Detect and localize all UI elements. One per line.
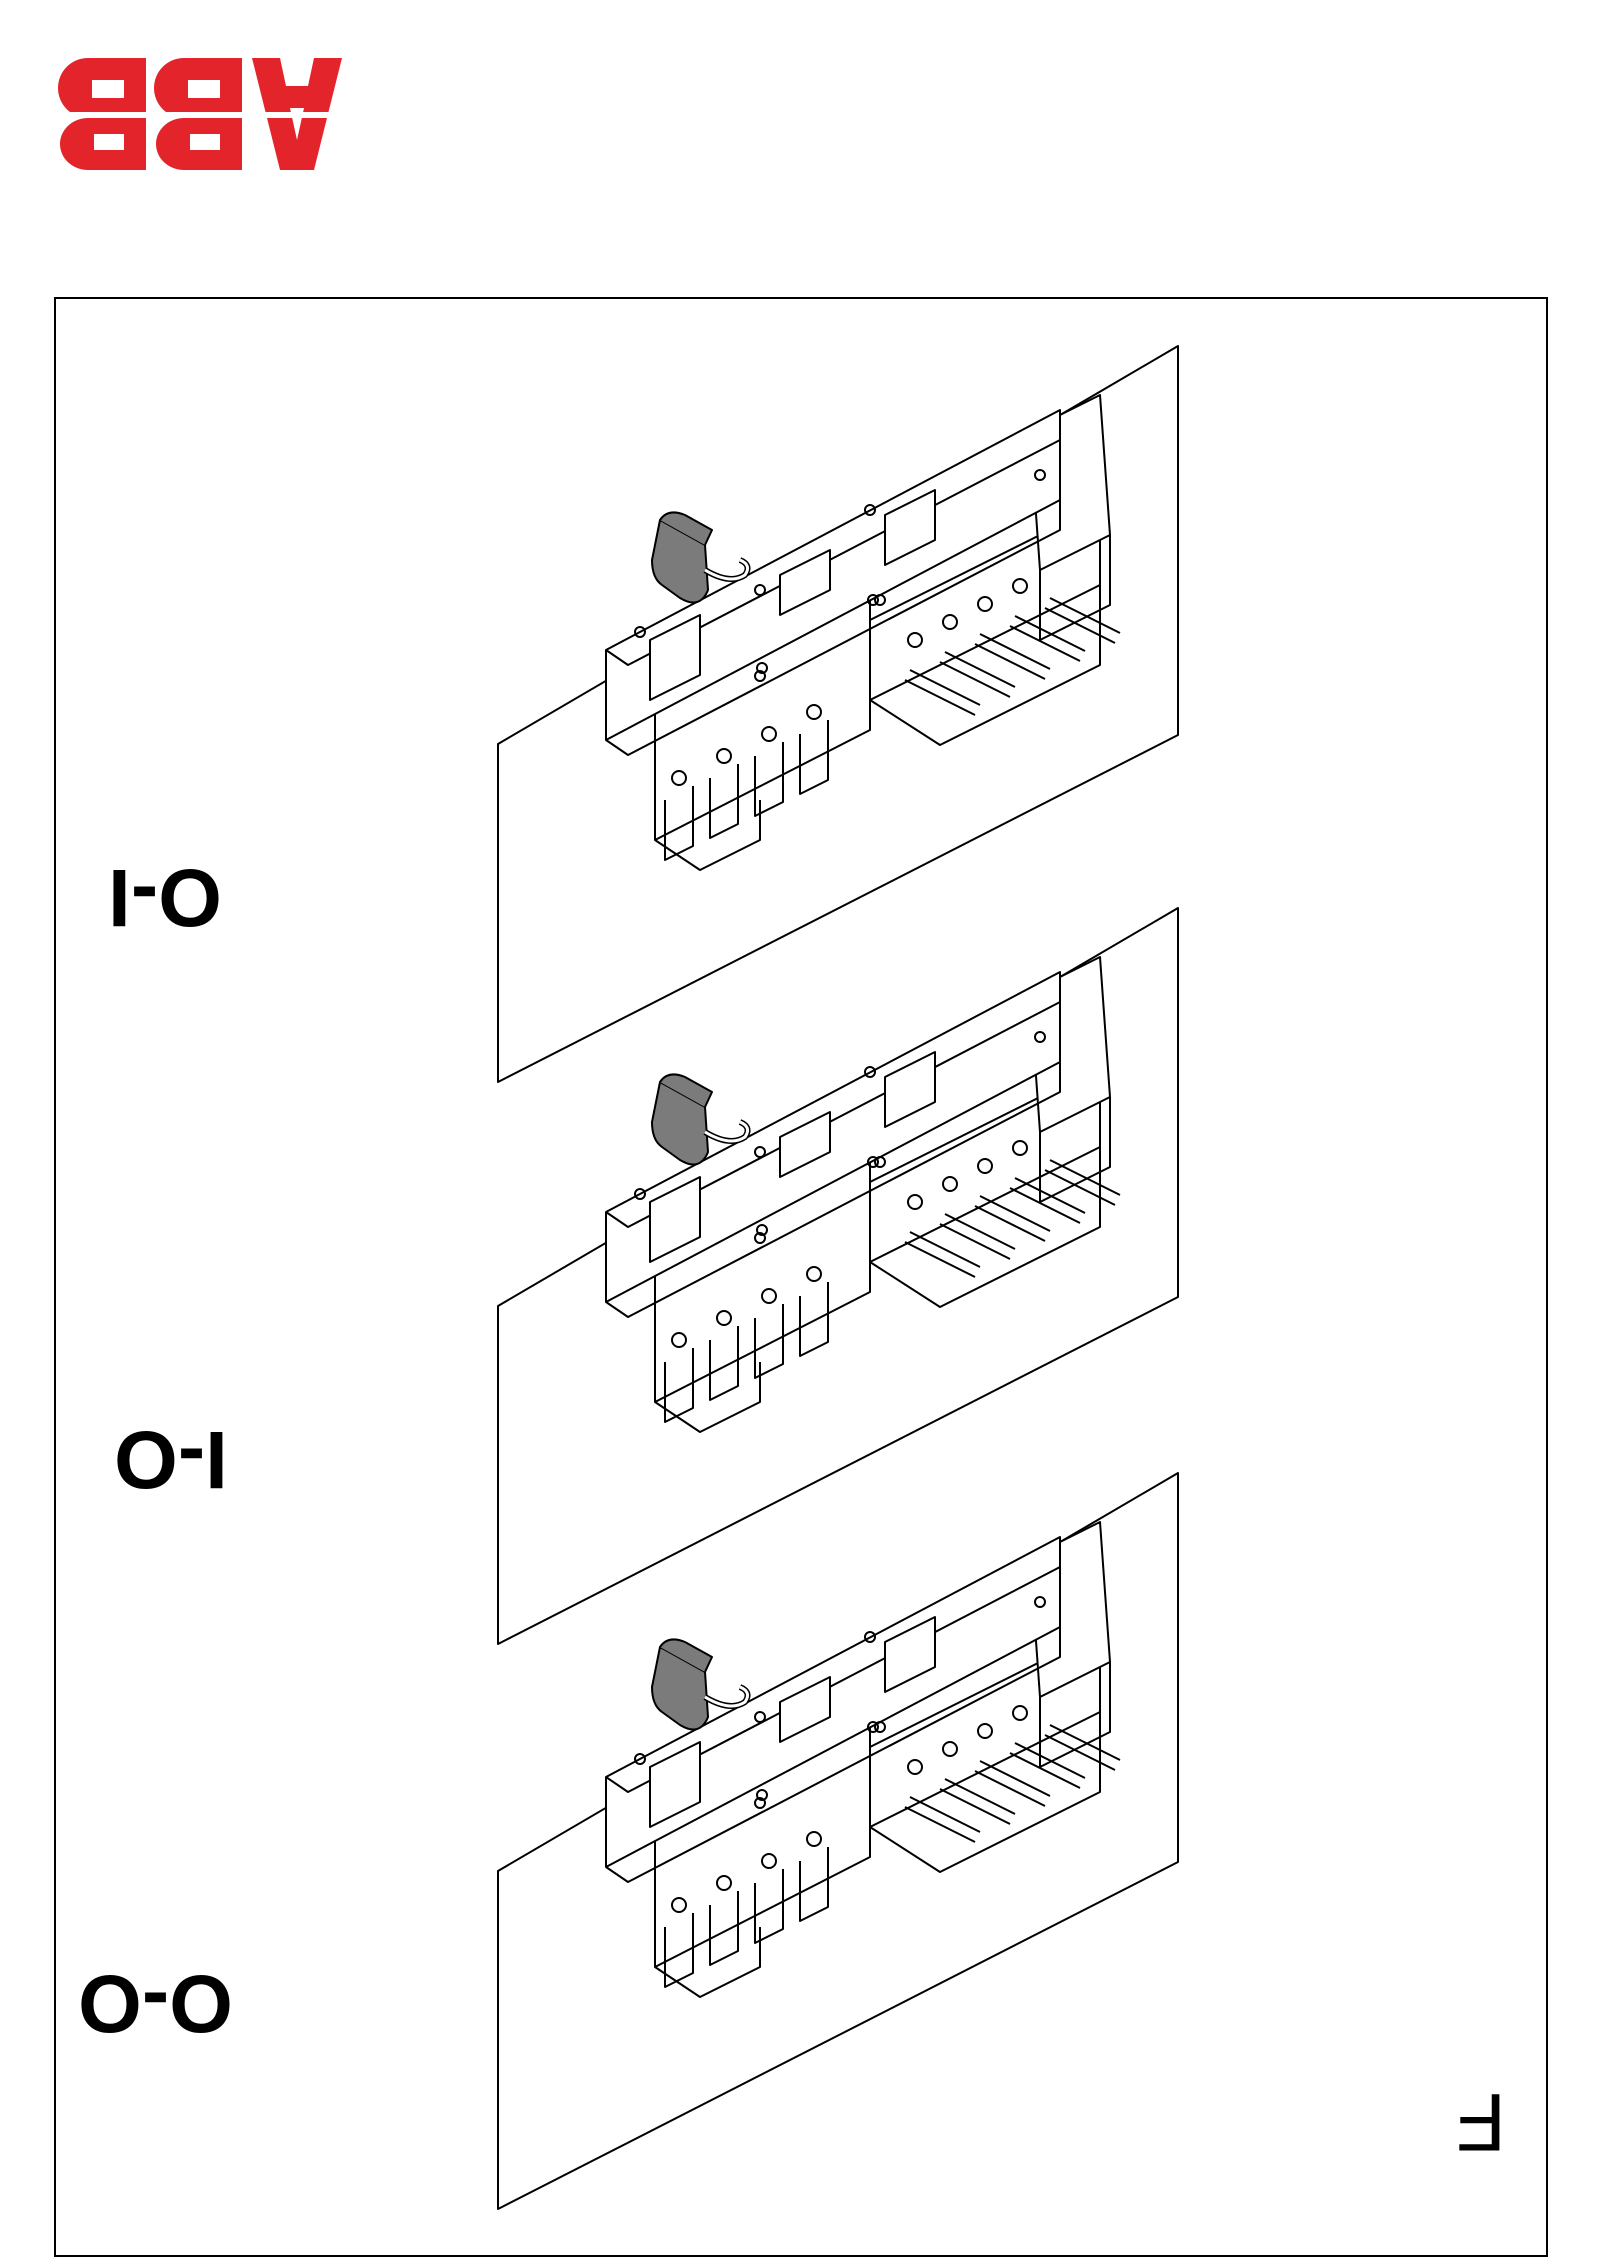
state-label-bottom: O-O bbox=[78, 1958, 233, 2049]
padlock-icon bbox=[651, 511, 751, 604]
abb-logo bbox=[52, 58, 342, 170]
padlock-icon bbox=[651, 1073, 751, 1166]
padlock-icon bbox=[651, 1638, 751, 1731]
assembly-illustration bbox=[497, 1472, 1179, 2210]
state-label-middle: I-O bbox=[114, 1414, 228, 1505]
assembly-illustration bbox=[497, 345, 1179, 1083]
page-letter: F bbox=[1456, 2076, 1507, 2167]
state-label-top: O-I bbox=[108, 852, 222, 943]
drawing-frame bbox=[54, 297, 1548, 2257]
assembly-illustration bbox=[497, 907, 1179, 1645]
